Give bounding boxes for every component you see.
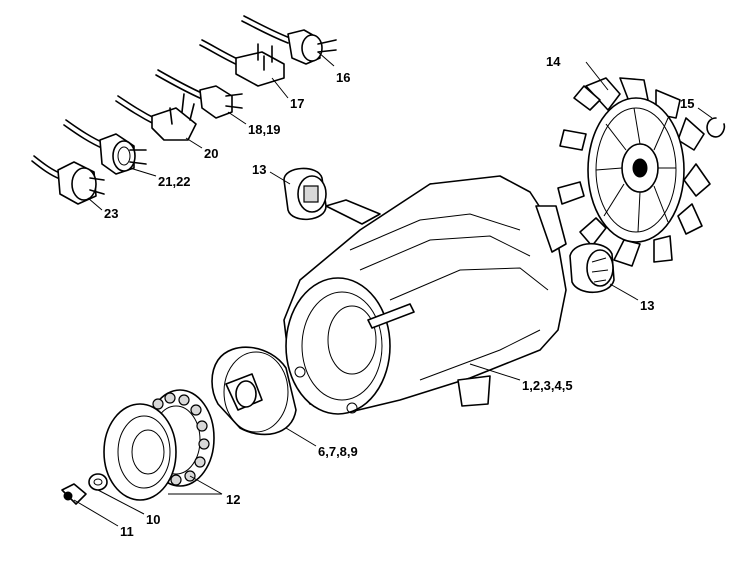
callout-15: 15: [680, 96, 694, 111]
washer: [88, 473, 108, 491]
callout-13-upper: 13: [252, 162, 266, 177]
plug-16: [241, 15, 337, 65]
plug-17: [199, 39, 285, 87]
callout-12: 12: [226, 492, 240, 507]
pulley-10: [103, 403, 177, 501]
circlip-15: [706, 117, 726, 138]
capacitor-13-right: [569, 242, 615, 294]
motor-housing: [283, 175, 567, 415]
callout-18-19: 18,19: [248, 122, 281, 137]
callout-11: 11: [120, 524, 134, 539]
callout-21-22: 21,22: [158, 174, 191, 189]
end-shield: [211, 346, 297, 436]
callout-16: 16: [336, 70, 350, 85]
callout-23: 23: [104, 206, 118, 221]
callout-labels: 14 15 16 17 18,19 20 21,22 23 13 13 1,2,…: [104, 54, 694, 539]
fan-wheel-14: [557, 77, 711, 267]
callout-20: 20: [204, 146, 218, 161]
screw-11: [61, 483, 87, 505]
callout-17: 17: [290, 96, 304, 111]
callout-10: 10: [146, 512, 160, 527]
leader-lines: [73, 51, 713, 527]
plug-20: [115, 93, 197, 141]
callout-14: 14: [546, 54, 561, 69]
callout-6-7-8-9: 6,7,8,9: [318, 444, 358, 459]
callout-13-right: 13: [640, 298, 654, 313]
capacitor-13-upper: [283, 167, 327, 221]
plug-18-19: [155, 69, 243, 119]
callout-1-2-3-4-5: 1,2,3,4,5: [522, 378, 573, 393]
plug-23: [31, 155, 105, 205]
plug-21-22: [63, 119, 147, 175]
